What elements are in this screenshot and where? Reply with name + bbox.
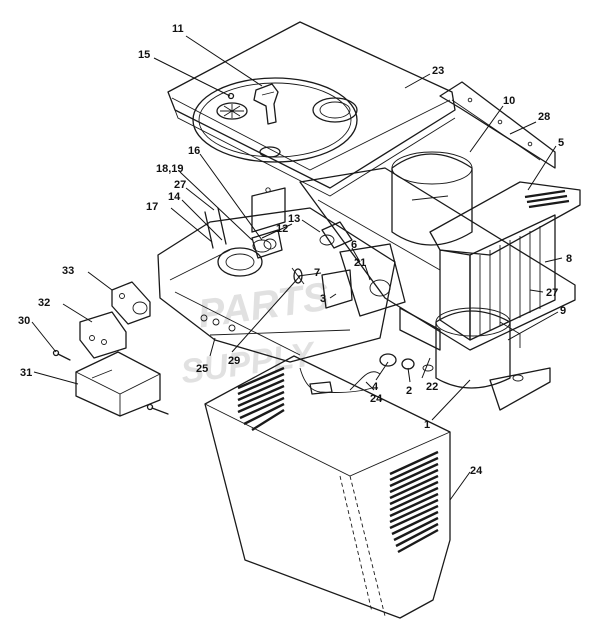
part-condenser	[429, 181, 581, 341]
callout-27: 27	[546, 287, 558, 299]
callout-13: 13	[288, 213, 300, 225]
leader-lines	[31, 35, 563, 501]
callout-10: 10	[503, 95, 515, 107]
callout-5: 5	[558, 137, 564, 149]
callout-16: 16	[188, 145, 200, 157]
part-back-frame	[439, 81, 556, 169]
callout-29: 29	[228, 355, 240, 367]
part-wiring-harness	[299, 353, 415, 395]
callout-4: 4	[372, 381, 379, 393]
callout-2: 2	[406, 385, 412, 397]
part-screw-30	[52, 349, 71, 361]
callout-33: 33	[62, 265, 74, 277]
callout-17: 17	[146, 201, 158, 213]
watermark-line-1: PARTS	[195, 275, 332, 337]
part-reservoir	[204, 187, 286, 277]
callout-15: 15	[138, 49, 150, 61]
part-tank-housing	[157, 207, 396, 363]
callout-25: 25	[196, 363, 208, 375]
callout-9: 9	[560, 305, 566, 317]
part-base-shelf	[299, 167, 576, 351]
part-compressor-lower	[399, 307, 551, 411]
callout-26: 27	[174, 179, 186, 191]
part-front-cabinet	[204, 355, 451, 619]
callout-3: 3	[320, 293, 326, 305]
callout-32: 32	[38, 297, 50, 309]
callout-labels: 11 15 23 10 28 5 16 18,19 27 14 17 13 12…	[18, 23, 572, 477]
callout-24: 24	[470, 465, 483, 477]
part-junction-box	[75, 351, 161, 417]
callout-8: 8	[566, 253, 572, 265]
callout-20: 21	[354, 257, 366, 269]
callout-23: 24	[370, 393, 383, 405]
callout-7: 7	[314, 267, 320, 279]
callout-12: 12	[276, 223, 288, 235]
callout-22: 23	[432, 65, 444, 77]
part-compressor-upper	[391, 151, 473, 246]
part-drain-cup	[216, 92, 248, 120]
part-electrical-box	[79, 311, 127, 359]
part-screw-box	[146, 403, 169, 415]
callout-11: 11	[172, 23, 184, 35]
part-faucet	[253, 83, 279, 125]
part-solenoid-valve	[111, 281, 151, 325]
callout-18-19: 18,19	[156, 163, 184, 175]
callout-30: 30	[18, 315, 30, 327]
callout-28: 28	[538, 111, 550, 123]
callout-31: 31	[20, 367, 32, 379]
part-top-cover	[167, 21, 456, 197]
callout-21: 22	[426, 381, 438, 393]
callout-6: 6	[351, 239, 357, 251]
callout-1: 1	[424, 419, 430, 431]
callout-14: 14	[168, 191, 181, 203]
